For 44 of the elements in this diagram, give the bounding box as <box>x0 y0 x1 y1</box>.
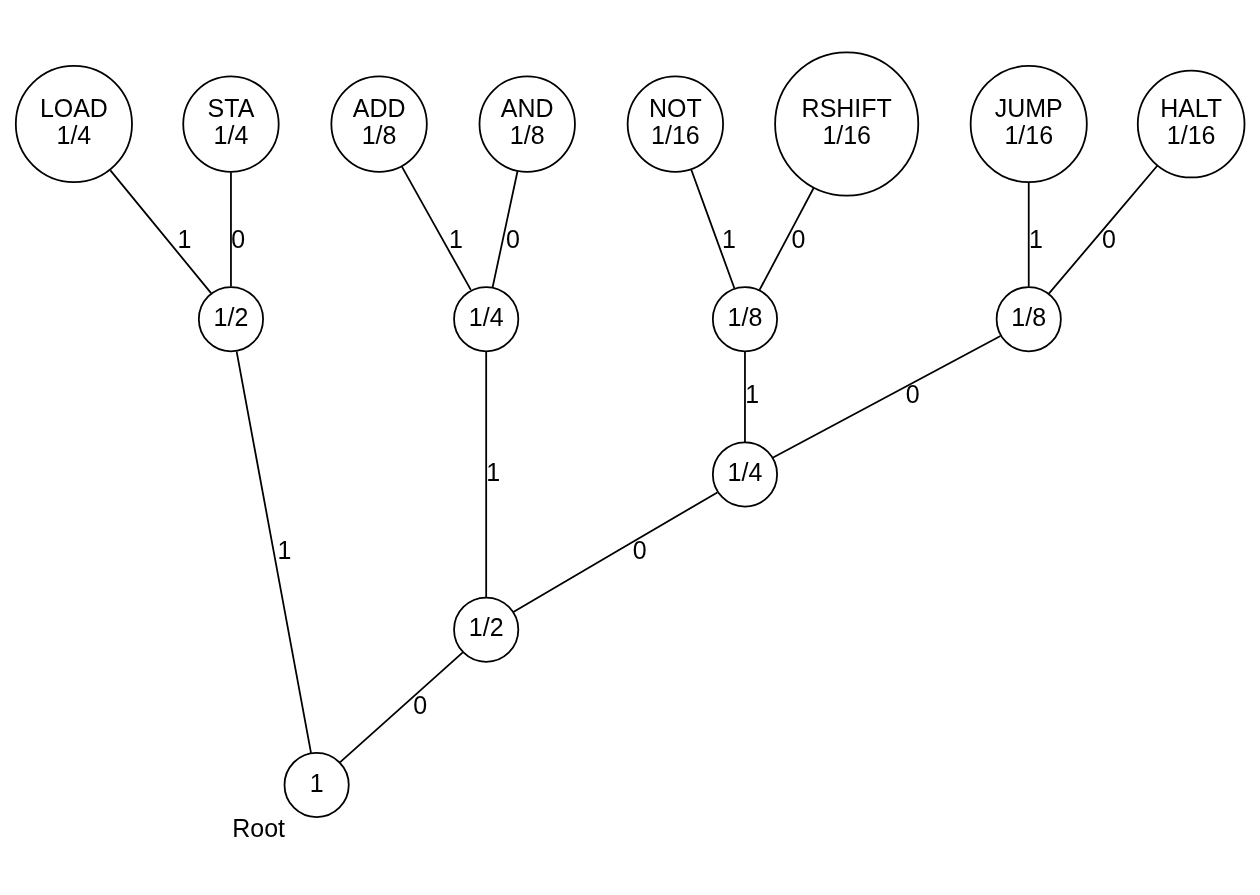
edge-label: 1 <box>448 224 463 253</box>
edge-label: 1 <box>1028 224 1043 253</box>
edge-label: 0 <box>905 379 920 408</box>
node-circle: ADD 1/8 <box>330 74 428 173</box>
connector <box>744 350 746 443</box>
node-circle: NOT 1/16 <box>626 74 724 173</box>
edge-label: 1 <box>745 379 760 408</box>
connector <box>230 170 232 287</box>
node-circle: AND 1/8 <box>478 74 576 173</box>
node-circle: RSHIFT 1/16 <box>774 51 920 197</box>
edge-label: 1 <box>721 224 736 253</box>
edge-label: 0 <box>791 224 806 253</box>
connector <box>758 186 815 291</box>
node-circle: 1/8 <box>711 285 778 352</box>
connector <box>485 350 488 598</box>
node-circle: HALT 1/16 <box>1136 69 1246 178</box>
edge-label: 0 <box>1102 224 1116 253</box>
connector <box>690 168 736 289</box>
edge-label: 1 <box>277 535 292 564</box>
node-circle: 1 <box>283 751 350 818</box>
connector <box>491 169 519 288</box>
connector <box>235 350 312 754</box>
connector <box>401 165 472 291</box>
connector <box>1047 164 1159 295</box>
node-circle: 1/8 <box>995 285 1062 352</box>
edge-label: 0 <box>231 224 246 253</box>
edge-label: 0 <box>632 535 647 564</box>
node-circle: 1/2 <box>197 285 264 352</box>
node-circle: 1/4 <box>453 285 520 352</box>
edge-label: 0 <box>506 224 520 253</box>
node-circle: JUMP 1/16 <box>969 64 1088 183</box>
connector <box>512 491 719 613</box>
edge-label: 1 <box>177 224 192 253</box>
connector <box>339 651 464 763</box>
node-circle: LOAD 1/4 <box>14 64 133 183</box>
connector <box>109 168 212 294</box>
node-circle: 1/2 <box>453 596 520 663</box>
node-circle: 1/4 <box>711 440 778 507</box>
connector <box>771 334 1002 459</box>
node-label: Root <box>232 813 285 842</box>
connector <box>1027 181 1030 287</box>
edge-label: 1 <box>486 457 501 486</box>
node-circle: STA 1/4 <box>182 74 280 173</box>
edge-label: 0 <box>413 690 428 719</box>
